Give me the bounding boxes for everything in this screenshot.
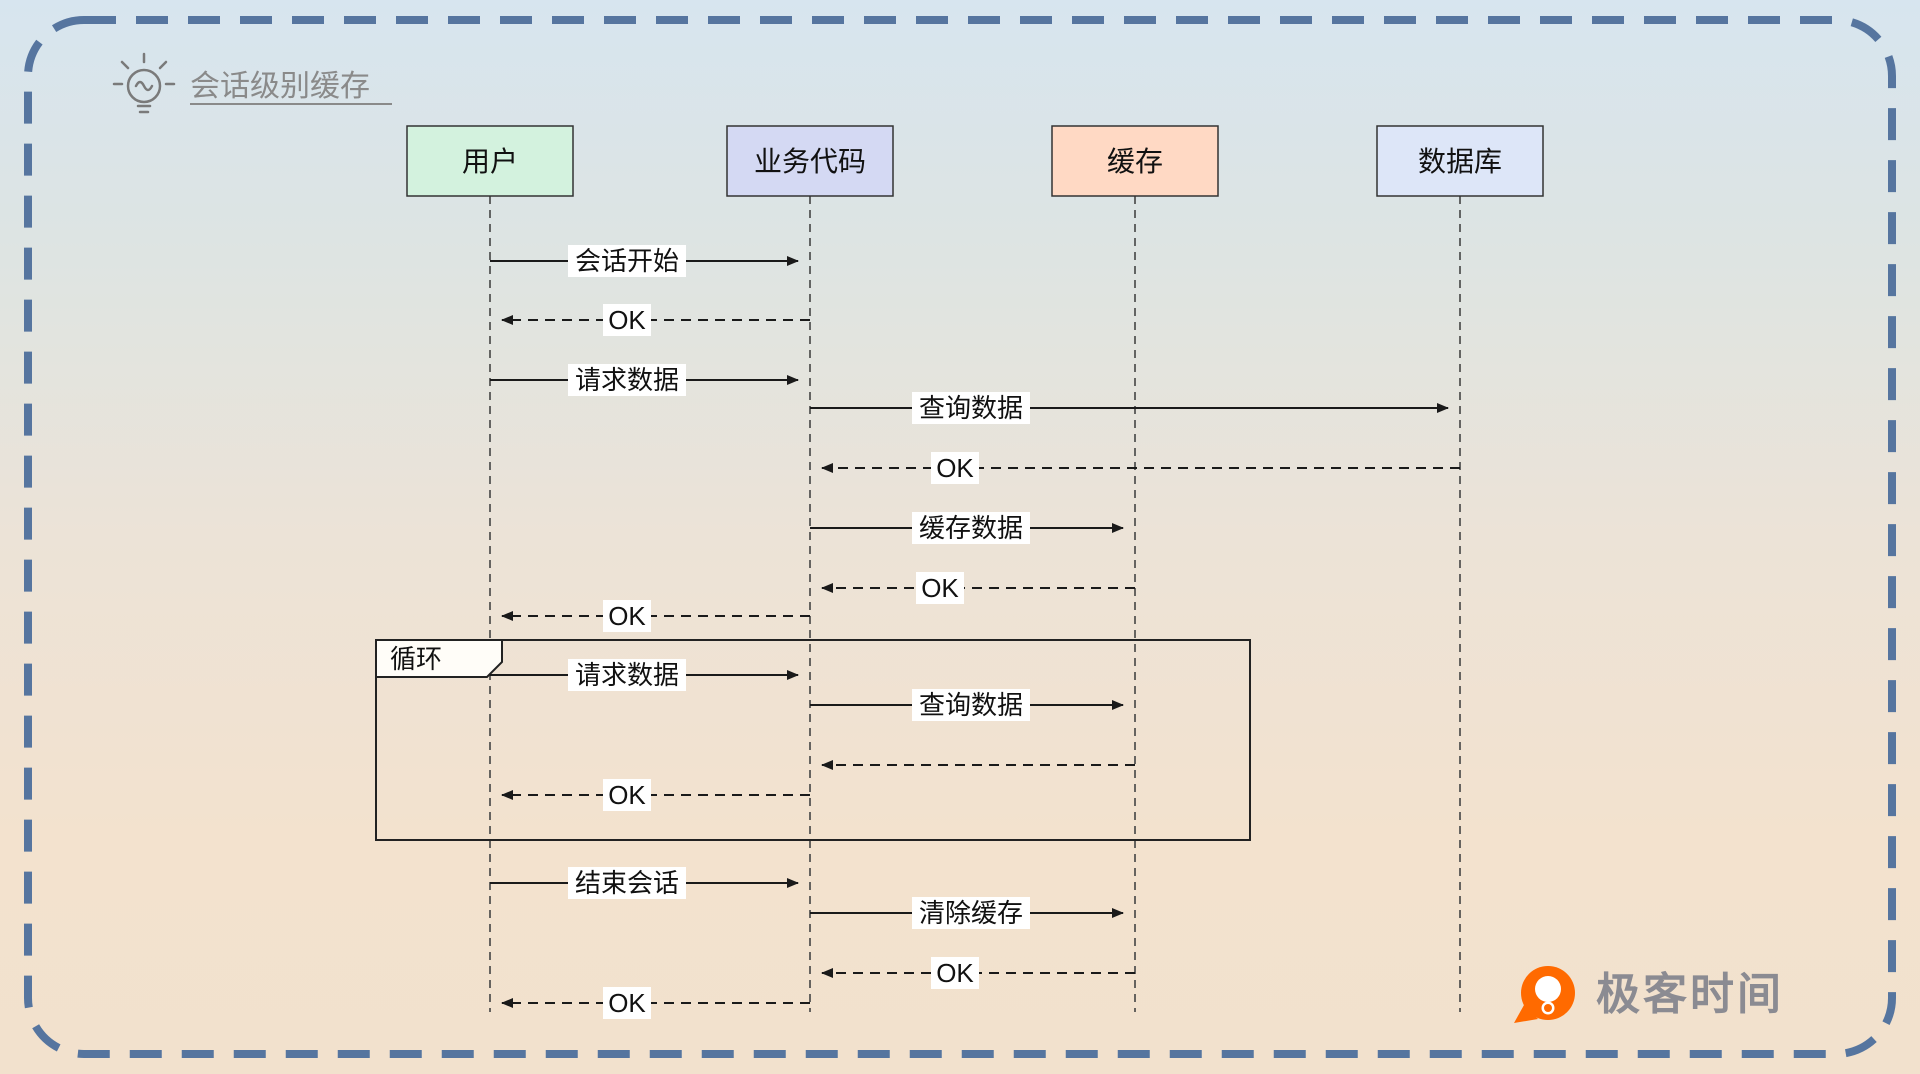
svg-text:OK: OK [936,958,974,988]
svg-text:查询数据: 查询数据 [919,393,1023,423]
svg-text:OK: OK [608,305,646,335]
message-label: 请求数据 [568,659,686,691]
loop-label: 循环 [390,644,442,674]
lightbulb-icon [112,52,176,114]
svg-text:请求数据: 请求数据 [575,660,679,690]
svg-text:会话开始: 会话开始 [575,246,679,276]
message-label: 会话开始 [568,245,686,277]
svg-text:缓存数据: 缓存数据 [919,513,1023,543]
actor-box-business-code: 业务代码 [726,125,894,197]
message-label: 清除缓存 [912,897,1030,929]
actor-box-user: 用户 [406,125,574,197]
diagram-title: 会话级别缓存 [190,70,370,103]
svg-text:请求数据: 请求数据 [575,365,679,395]
message-label: OK [603,779,651,811]
message-label: OK [916,572,964,604]
actor-label-business-code: 业务代码 [754,146,866,177]
actor-box-cache: 缓存 [1051,125,1219,197]
svg-text:OK: OK [936,453,974,483]
geektime-logo-text: 极客时间 [1596,970,1784,1019]
message-label: OK [603,304,651,336]
message-label: OK [931,957,979,989]
svg-text:查询数据: 查询数据 [919,690,1023,720]
diagram-border [24,16,1896,1058]
message-label: 查询数据 [912,689,1030,721]
geektime-logo-icon [1514,966,1575,1023]
lifelines [489,196,1461,1012]
actor-label-cache: 缓存 [1107,146,1163,177]
actor-label-database: 数据库 [1418,146,1502,177]
message-label: 请求数据 [568,364,686,396]
message-label: OK [931,452,979,484]
message-label: 缓存数据 [912,512,1030,544]
message-label: 结束会话 [568,867,686,899]
message-labels: 会话开始 OK 请求数据 查询数据 OK 缓存数据 OK OK [568,245,1030,1019]
svg-text:清除缓存: 清除缓存 [919,898,1023,928]
actor-box-database: 数据库 [1376,125,1544,197]
svg-text:OK: OK [608,601,646,631]
message-label: 查询数据 [912,392,1030,424]
message-label: OK [603,987,651,1019]
actor-label-user: 用户 [462,146,518,177]
geektime-logo: 极客时间 [1514,966,1784,1023]
message-label: OK [603,600,651,632]
loop-frame: 循环 [375,639,1251,841]
svg-text:OK: OK [608,988,646,1018]
actor-headers: 用户 业务代码 缓存 数据库 [406,125,1544,197]
svg-text:OK: OK [608,780,646,810]
loop-label-tab [375,639,503,678]
svg-text:结束会话: 结束会话 [575,868,679,898]
svg-text:OK: OK [921,573,959,603]
